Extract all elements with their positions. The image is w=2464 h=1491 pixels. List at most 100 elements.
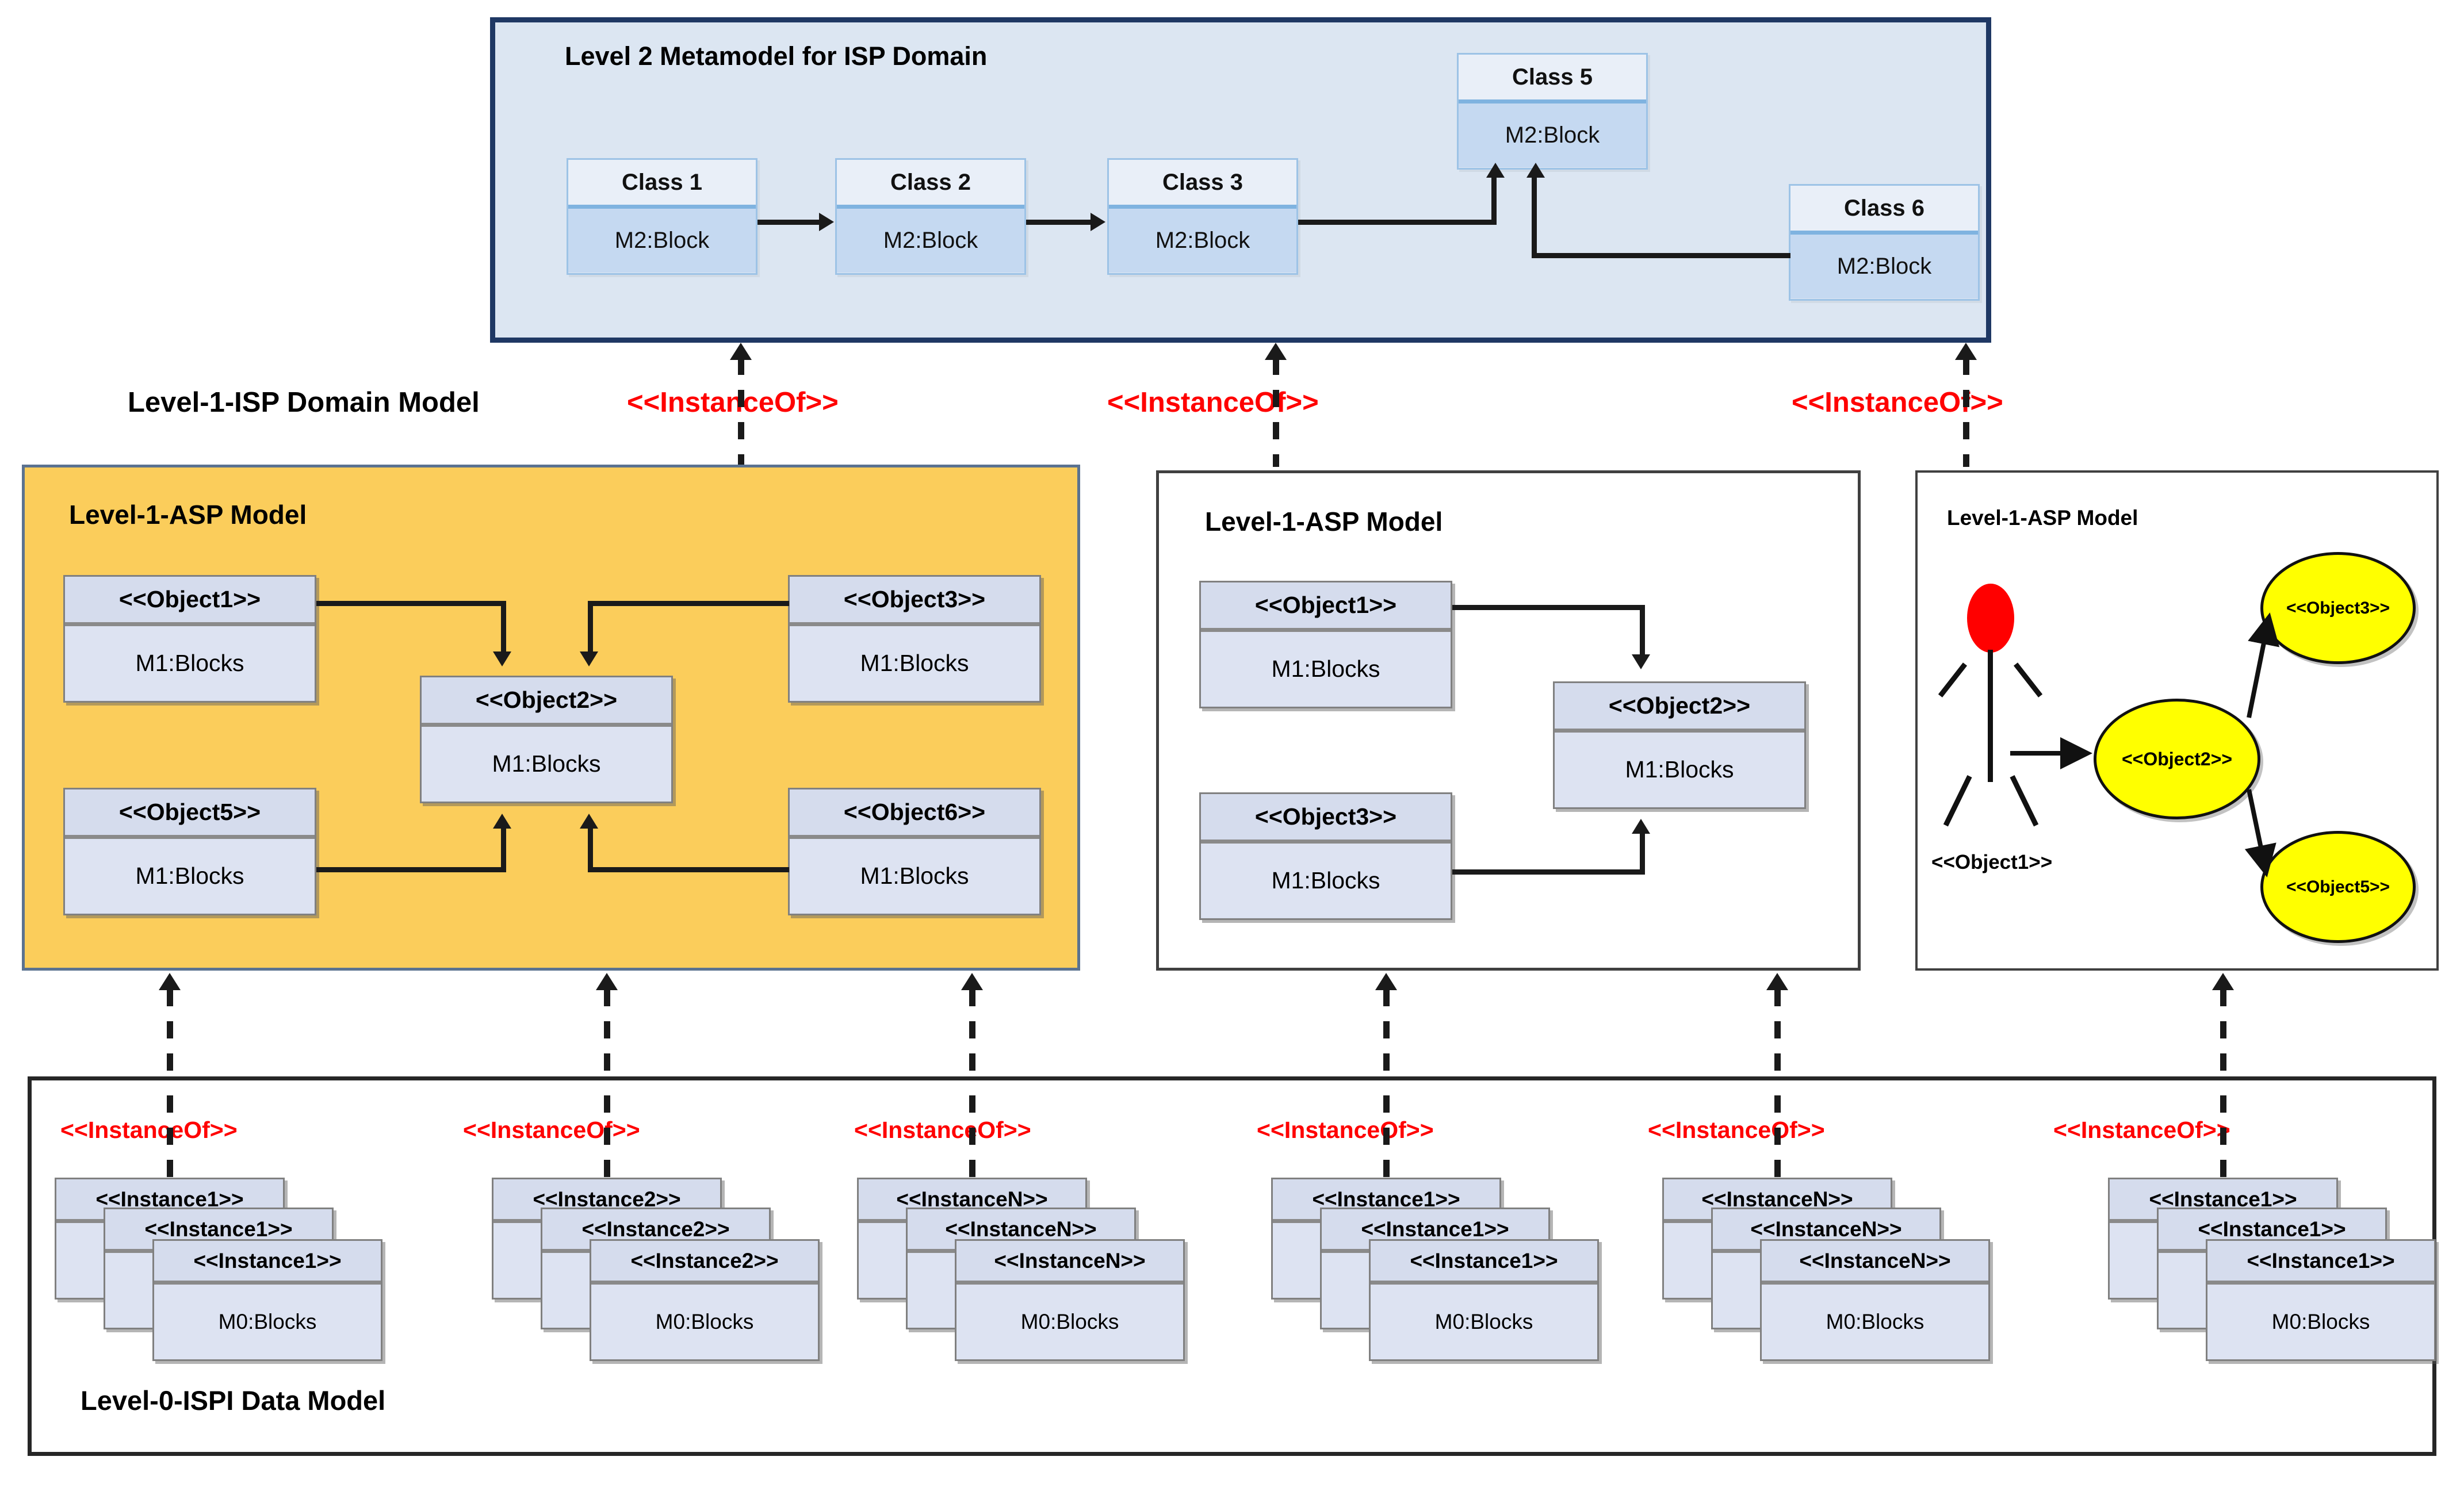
object-box-o5-orange[interactable]: <<Object5>> M1:Blocks [63,788,316,915]
instance-stack-4-card-front[interactable]: <<Instance1>> M0:Blocks [1369,1239,1599,1361]
asp-orange-title: Level-1-ASP Model [69,500,307,530]
instanceof-stub-l0-2 [604,1095,610,1179]
instanceof-connector-l0-6 [2220,989,2226,1095]
instanceof-stub-l0-6 [2220,1095,2226,1179]
class-box-1-title: Class 1 [568,160,756,209]
instance-stack-2-card-front-title: <<Instance2>> [591,1241,818,1285]
object-box-o3-white-body: M1:Blocks [1201,844,1451,918]
arrowhead-o1-o2-orange [493,651,511,666]
instance-stack-1-card-front-body: M0:Blocks [154,1285,381,1359]
usecase-ellipse-object3[interactable]: <<Object3>> [2260,552,2416,664]
usecase-ellipse-object3-label: <<Object3>> [2286,598,2390,618]
arrowhead-class2-class3 [1091,213,1105,231]
object-box-o1-white-body: M1:Blocks [1201,632,1451,706]
object-box-o2-orange-title: <<Object2>> [422,677,671,727]
instance-stack-1-card-front-title: <<Instance1>> [154,1241,381,1285]
class-box-5[interactable]: Class 5 M2:Block [1457,53,1648,170]
instance-stack-6-card-front[interactable]: <<Instance1>> M0:Blocks [2206,1239,2436,1361]
object-box-o1-orange[interactable]: <<Object1>> M1:Blocks [63,575,316,703]
usecase-ellipse-object2[interactable]: <<Object2>> [2094,699,2260,819]
connector-o3-o2-white-h [1452,869,1645,875]
object-box-o2-white-body: M1:Blocks [1555,733,1804,807]
class-box-3[interactable]: Class 3 M2:Block [1107,158,1298,275]
connector-class6-class5-horizontal [1532,253,1790,258]
object-box-o6-orange-title: <<Object6>> [790,789,1039,839]
instanceof-arrowhead-l0-4 [1375,973,1397,990]
instance-stack-6-card-front-body: M0:Blocks [2207,1285,2434,1359]
instance-stack-2-card-front[interactable]: <<Instance2>> M0:Blocks [590,1239,820,1361]
instance-stack-3-card-front[interactable]: <<InstanceN>> M0:Blocks [955,1239,1185,1361]
arrowhead-class6-class5 [1526,163,1545,178]
connector-o6-o2-orange-v [588,828,593,871]
instanceof-label-l0-5: <<InstanceOf>> [1648,1117,1825,1143]
arrowhead-class3-class5 [1486,163,1505,178]
instanceof-label-l1-2: <<InstanceOf>> [1107,387,1319,418]
connector-o6-o2-orange-h [588,867,789,872]
usecase-ellipse-object5[interactable]: <<Object5>> [2260,831,2416,943]
instanceof-label-l1-3: <<InstanceOf>> [1792,387,2003,418]
connector-class3-class5-horizontal [1298,220,1497,225]
asp-white-title: Level-1-ASP Model [1205,507,1443,536]
instanceof-arrowhead-l0-5 [1766,973,1788,990]
object-box-o2-orange-body: M1:Blocks [422,727,671,801]
object-box-o3-orange[interactable]: <<Object3>> M1:Blocks [788,575,1041,703]
instanceof-label-l0-2: <<InstanceOf>> [463,1117,640,1143]
instance-stack-6-card-front-title: <<Instance1>> [2207,1241,2434,1285]
class-box-1[interactable]: Class 1 M2:Block [567,158,757,275]
instanceof-arrowhead-l0-2 [596,973,618,990]
arrowhead-o1-o2-white [1632,654,1650,669]
level0-data-model-panel [28,1076,2436,1456]
connector-o5-o2-orange-h [316,867,506,872]
object-box-o2-orange[interactable]: <<Object2>> M1:Blocks [420,676,673,803]
class-box-2[interactable]: Class 2 M2:Block [835,158,1026,275]
class-box-2-body: M2:Block [837,209,1024,273]
actor-head-icon [1967,584,2014,653]
instanceof-arrowhead-l1-2 [1265,343,1287,360]
instanceof-arrowhead-l0-3 [961,973,983,990]
connector-class1-class2 [757,220,822,225]
instance-stack-4-card-front-body: M0:Blocks [1371,1285,1597,1359]
class-box-5-title: Class 5 [1459,55,1646,104]
object-box-o1-white[interactable]: <<Object1>> M1:Blocks [1199,581,1452,708]
instanceof-connector-l1-2 [1273,358,1279,467]
connector-o1-o2-white-h [1452,605,1645,610]
instanceof-label-l0-3: <<InstanceOf>> [854,1117,1031,1143]
object-box-o5-orange-body: M1:Blocks [65,839,315,913]
connector-class2-class3 [1026,220,1093,225]
arrowhead-o3-o2-orange [580,651,598,666]
class-box-6-body: M2:Block [1790,235,1978,298]
level2-panel-title: Level 2 Metamodel for ISP Domain [565,41,988,71]
usecase-ellipse-object2-label: <<Object2>> [2121,748,2233,769]
connector-o3-o2-orange-v [588,601,593,656]
object-box-o6-orange[interactable]: <<Object6>> M1:Blocks [788,788,1041,915]
object-box-o3-orange-title: <<Object3>> [790,577,1039,626]
asp-usecase-title: Level-1-ASP Model [1947,506,2138,530]
object-box-o2-white[interactable]: <<Object2>> M1:Blocks [1553,681,1806,809]
class-box-6[interactable]: Class 6 M2:Block [1789,184,1980,301]
instance-stack-3-card-front-body: M0:Blocks [956,1285,1183,1359]
level1-domain-model-label: Level-1-ISP Domain Model [128,387,480,418]
class-box-3-title: Class 3 [1109,160,1296,209]
instanceof-connector-l0-1 [167,989,173,1095]
object-box-o2-white-title: <<Object2>> [1555,683,1804,733]
object-box-o1-orange-body: M1:Blocks [65,626,315,700]
class-box-1-body: M2:Block [568,209,756,273]
instanceof-connector-l0-2 [604,989,610,1095]
connector-o5-o2-orange-v [501,828,506,871]
connector-o1-o2-white-v [1640,605,1645,658]
object-box-o1-white-title: <<Object1>> [1201,582,1451,632]
connector-class3-class5-vertical [1491,175,1497,223]
instanceof-stub-l0-1 [167,1095,173,1179]
instanceof-arrowhead-l1-3 [1955,343,1977,360]
class-box-6-title: Class 6 [1790,186,1978,235]
instanceof-label-l0-1: <<InstanceOf>> [60,1117,238,1143]
object-box-o3-white[interactable]: <<Object3>> M1:Blocks [1199,792,1452,920]
instance-stack-4-card-front-title: <<Instance1>> [1371,1241,1597,1285]
level0-panel-title: Level-0-ISPI Data Model [81,1385,386,1416]
instanceof-stub-l0-5 [1774,1095,1781,1179]
instanceof-connector-l0-3 [969,989,975,1095]
connector-o3-o2-white-v [1640,833,1645,873]
instance-stack-1-card-front[interactable]: <<Instance1>> M0:Blocks [152,1239,382,1361]
instanceof-connector-l0-5 [1774,989,1781,1095]
instance-stack-5-card-front[interactable]: <<InstanceN>> M0:Blocks [1760,1239,1990,1361]
